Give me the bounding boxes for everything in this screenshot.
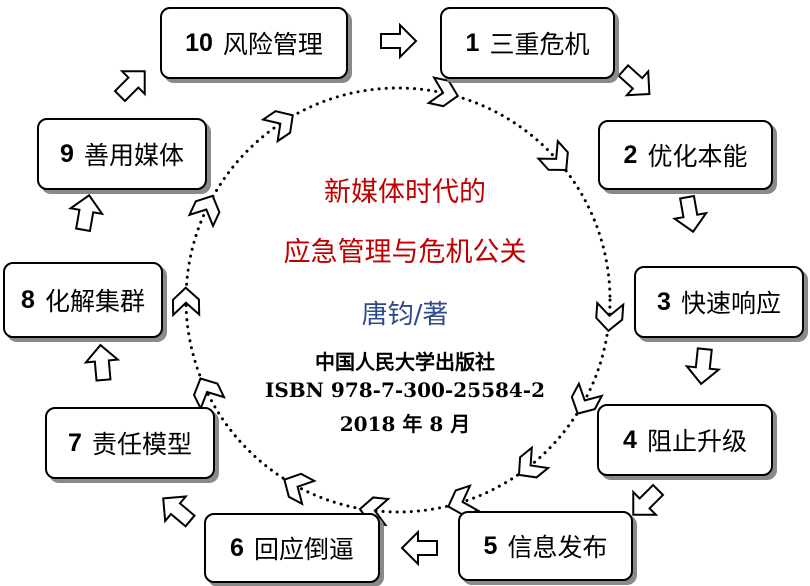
ring-chevron-12 bbox=[260, 110, 294, 144]
outer-arrows bbox=[68, 22, 722, 567]
flow-arrow-6 bbox=[400, 529, 438, 567]
ring-chevrons bbox=[171, 76, 625, 527]
node-label: 风险管理 bbox=[222, 30, 323, 59]
node-label: 阻止升级 bbox=[646, 427, 747, 456]
center-isbn: ISBN 978-7-300-25584-2 bbox=[264, 378, 546, 402]
node-n2: 2 优化本能 bbox=[598, 120, 773, 190]
dotted-cycle-ring bbox=[184, 86, 612, 514]
ring-chevron-4 bbox=[570, 381, 604, 415]
flow-arrow-3 bbox=[672, 194, 709, 234]
ring-chevron-11 bbox=[187, 194, 221, 229]
center-date: 2018 年 8 月 bbox=[339, 412, 471, 436]
node-n1: 1 三重危机 bbox=[440, 7, 615, 79]
ring-chevron-10 bbox=[171, 286, 201, 318]
node-label: 三重危机 bbox=[489, 30, 590, 59]
center-publisher: 中国人民大学出版社 bbox=[315, 350, 495, 374]
center-title-line1: 新媒体时代的 bbox=[324, 177, 486, 208]
node-label: 化解集群 bbox=[44, 287, 145, 316]
node-n10: 10 风险管理 bbox=[160, 7, 348, 79]
ring-chevron-9 bbox=[192, 377, 226, 411]
ring-chevron-8 bbox=[283, 472, 317, 506]
node-number: 5 bbox=[483, 531, 498, 560]
ring-chevron-1 bbox=[426, 76, 460, 108]
center-title-line2: 应急管理与危机公关 bbox=[283, 237, 527, 268]
node-number: 6 bbox=[230, 533, 244, 562]
node-number: 3 bbox=[657, 287, 671, 316]
node-n5: 5 信息发布 bbox=[458, 511, 633, 581]
node-number: 4 bbox=[623, 425, 637, 454]
ring-chevron-5 bbox=[517, 445, 551, 479]
flow-arrow-10 bbox=[113, 70, 146, 103]
node-label: 善用媒体 bbox=[83, 141, 184, 170]
node-number: 8 bbox=[21, 285, 35, 314]
flow-arrow-9 bbox=[68, 193, 105, 233]
node-number: 7 bbox=[68, 428, 82, 457]
node-label: 回应倒逼 bbox=[253, 535, 354, 564]
flow-arrow-5 bbox=[632, 483, 665, 516]
node-label: 优化本能 bbox=[647, 142, 748, 171]
ring-chevron-2 bbox=[536, 138, 569, 172]
node-n3: 3 快速响应 bbox=[634, 266, 804, 338]
node-number: 10 bbox=[185, 28, 213, 57]
node-number: 2 bbox=[623, 140, 638, 169]
node-n6: 6 回应倒逼 bbox=[204, 513, 380, 583]
flow-arrow-4 bbox=[684, 347, 722, 386]
node-n8: 8 化解集群 bbox=[3, 262, 163, 338]
node-n4: 4 阻止升级 bbox=[597, 404, 773, 476]
ring-chevron-3 bbox=[595, 300, 625, 333]
center-author: 唐钧/著 bbox=[361, 300, 449, 330]
node-label: 信息发布 bbox=[507, 533, 608, 562]
flow-arrow-8 bbox=[83, 343, 121, 382]
node-label: 责任模型 bbox=[91, 430, 192, 459]
node-n9: 9 善用媒体 bbox=[37, 118, 207, 190]
flow-arrow-2 bbox=[617, 64, 651, 97]
flow-arrow-1 bbox=[380, 22, 418, 60]
node-number: 1 bbox=[465, 28, 480, 57]
node-label: 快速响应 bbox=[680, 289, 781, 318]
flow-arrow-7 bbox=[162, 495, 196, 528]
node-number: 9 bbox=[60, 139, 74, 168]
node-n7: 7 责任模型 bbox=[45, 407, 215, 479]
